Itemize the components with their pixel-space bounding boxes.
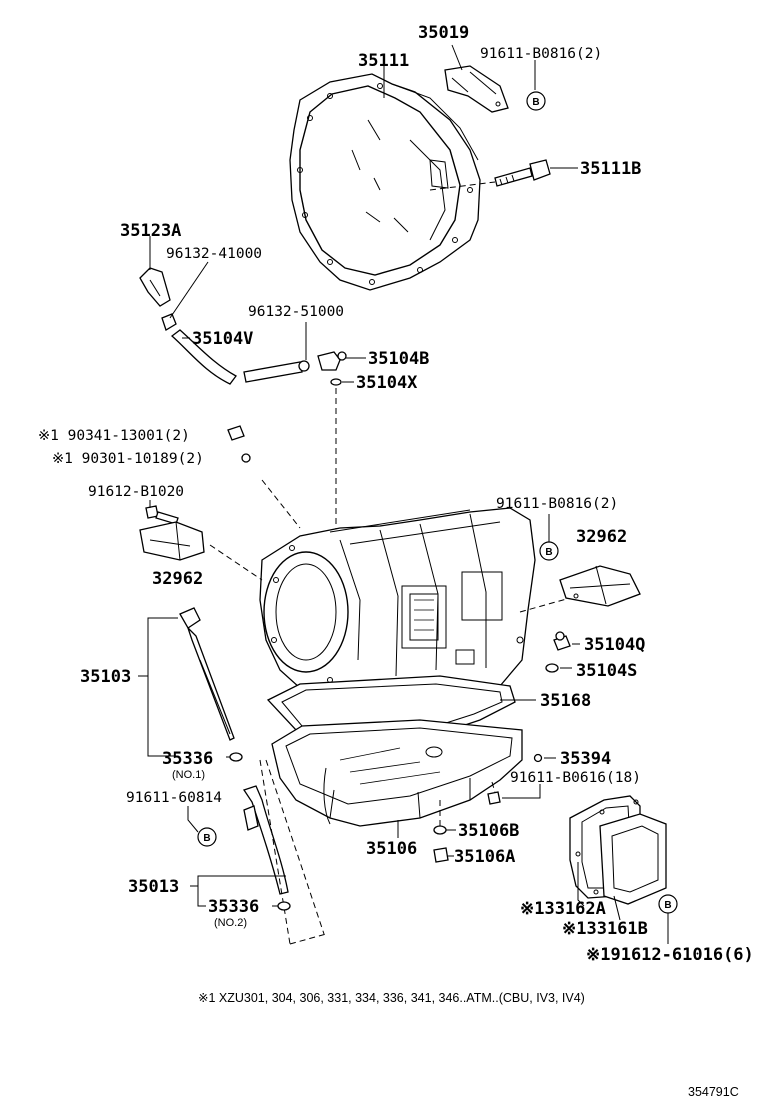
- label-35106a: 35106A: [454, 847, 515, 867]
- label-35111: 35111: [358, 51, 409, 71]
- label-35336-no1-note: (NO.1): [172, 769, 205, 781]
- label-35123a: 35123A: [120, 221, 181, 241]
- label-96132-51000: 96132-51000: [248, 304, 344, 320]
- label-35013: 35013: [128, 877, 179, 897]
- label-35106: 35106: [366, 839, 417, 859]
- label-91611-b0616: 91611-B0616(18): [510, 770, 641, 786]
- oil-pan-35106-drawing: [271, 719, 523, 827]
- drain-plug-35106-drawing: [433, 825, 449, 863]
- label-90301-10189: ※1 90301-10189(2): [52, 451, 204, 467]
- circle-b-marker-right: B: [658, 894, 678, 914]
- cover-33161b-drawing: [569, 795, 667, 905]
- pan-bolt-drawing: [487, 753, 543, 805]
- bracket-35019-drawing: [444, 65, 509, 113]
- label-35394: 35394: [560, 749, 611, 769]
- label-33162a: ※133162A: [520, 899, 606, 919]
- bracket-32962-right-drawing: [559, 565, 641, 607]
- label-35103: 35103: [80, 667, 131, 687]
- figure-code: 354791C: [688, 1085, 739, 1099]
- label-33161b: ※133161B: [562, 919, 648, 939]
- circle-b-marker-top: B: [526, 91, 546, 111]
- label-91611-b0816-top: 91611-B0816(2): [480, 46, 602, 62]
- label-35336-no1: 35336: [162, 749, 213, 769]
- breather-parts-drawing: [139, 267, 347, 548]
- o-ring-35336-no1-drawing: [229, 752, 243, 762]
- svg-text:B: B: [203, 833, 210, 844]
- o-ring-35336-no2-drawing: [277, 901, 291, 911]
- transmission-case-drawing: [209, 479, 571, 699]
- label-35336-no2-note: (NO.2): [214, 917, 247, 929]
- bell-housing-drawing: [289, 73, 481, 291]
- circle-b-marker-mid: B: [539, 541, 559, 561]
- label-35104s: 35104S: [576, 661, 637, 681]
- label-32962-right: 32962: [576, 527, 627, 547]
- label-35104q: 35104Q: [584, 635, 645, 655]
- label-90341-13001: ※1 90341-13001(2): [38, 428, 190, 444]
- label-35336-no2: 35336: [208, 897, 259, 917]
- label-32962-left: 32962: [152, 569, 203, 589]
- label-35111b: 35111B: [580, 159, 641, 179]
- bracket-32962-left-drawing: [139, 521, 205, 561]
- svg-text:B: B: [545, 547, 552, 558]
- svg-text:B: B: [664, 900, 671, 911]
- label-96132-41000: 96132-41000: [166, 246, 262, 262]
- label-35168: 35168: [540, 691, 591, 711]
- part-labels: 35019 35111 91611-B0816(2) 35111B 35123A…: [38, 23, 754, 965]
- label-35106b: 35106B: [458, 821, 519, 841]
- leader-lines: [138, 44, 669, 944]
- label-35104b: 35104B: [368, 349, 429, 369]
- label-35104x: 35104X: [356, 373, 418, 393]
- bolt-35111b-drawing: [429, 159, 551, 191]
- svg-text:B: B: [532, 97, 539, 108]
- filler-tube-35013-drawing: [242, 759, 327, 945]
- drain-plug-q-s-drawing: [545, 631, 571, 673]
- label-91611-b0816-mid: 91611-B0816(2): [496, 496, 618, 512]
- case-bolts-drawing: [145, 425, 251, 525]
- label-35019: 35019: [418, 23, 469, 43]
- model-applicability-footnote: ※1 XZU301, 304, 306, 331, 334, 336, 341,…: [198, 991, 585, 1005]
- label-91612-b1020: 91612-B1020: [88, 484, 184, 500]
- dipstick-35103-drawing: [179, 607, 235, 741]
- label-91612-61016: ※191612-61016(6): [586, 945, 754, 965]
- label-91611-60814: 91611-60814: [126, 790, 222, 806]
- label-35104v: 35104V: [192, 329, 253, 349]
- circle-b-marker-left: B: [197, 827, 217, 847]
